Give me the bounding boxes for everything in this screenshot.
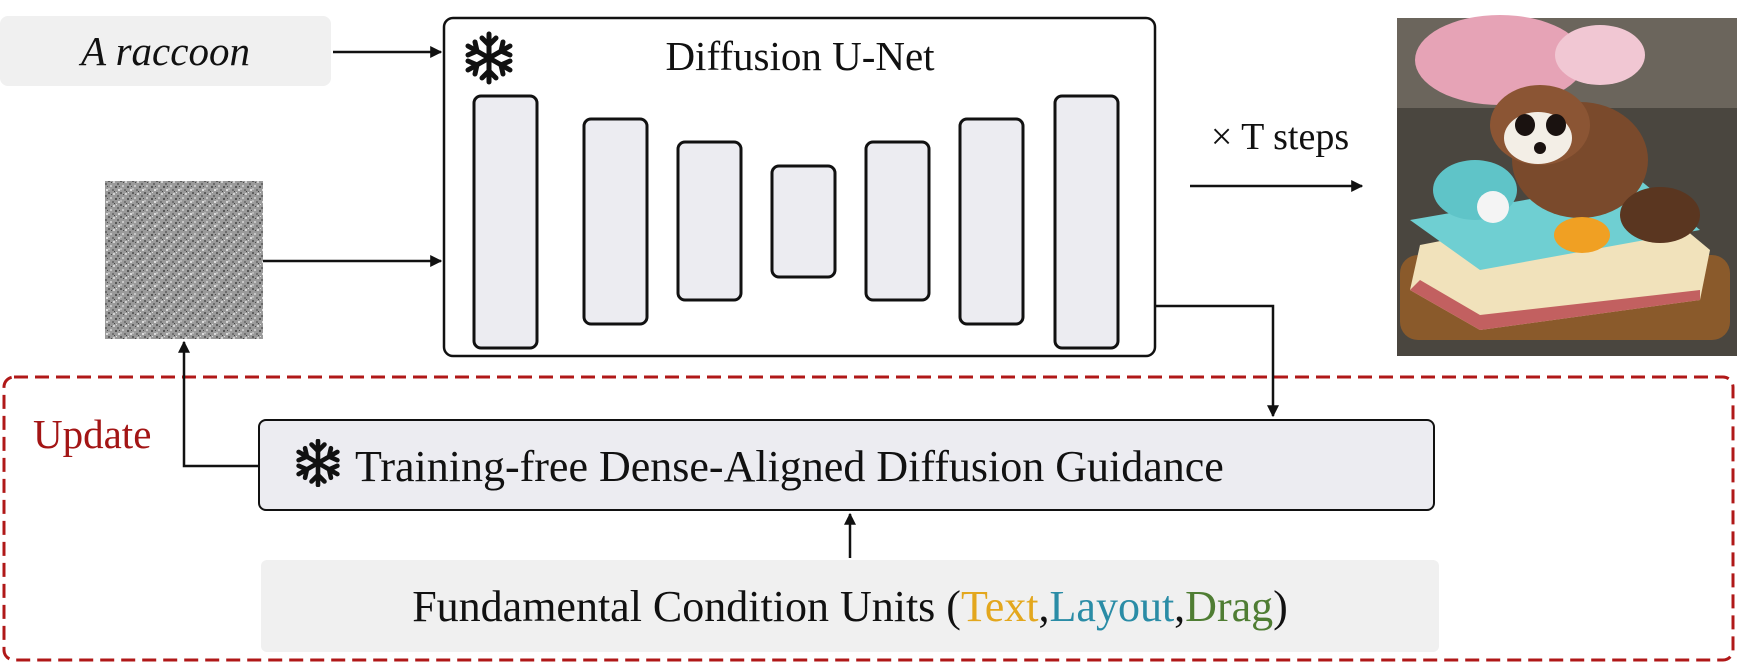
unet-block-2 xyxy=(582,117,649,326)
condition-unit-layout: Layout xyxy=(1049,581,1175,631)
update-label: Update xyxy=(33,411,152,457)
unet-block-3 xyxy=(676,140,743,302)
text-prompt: A raccoon xyxy=(81,28,250,74)
condition-separator: , xyxy=(1038,581,1050,631)
arrow-guidance-update-noise xyxy=(178,340,258,468)
condition-unit-text: Text xyxy=(960,581,1039,631)
unet-block-1 xyxy=(472,94,539,350)
guidance-module: Training-free Dense-Aligned Diffusion Gu… xyxy=(258,419,1435,511)
unet-snowflake-icon xyxy=(465,31,513,85)
condition-unit-drag: Drag xyxy=(1185,581,1274,631)
generated-image xyxy=(1397,15,1737,356)
unet-block-6 xyxy=(958,117,1025,326)
steps-label: × T steps xyxy=(1210,116,1350,158)
unet-block-4 xyxy=(770,164,837,279)
unet-block-7 xyxy=(1053,94,1120,350)
condition-units-box: Fundamental Condition Units (Text, Layou… xyxy=(261,560,1439,652)
text-prompt-box: A raccoon xyxy=(0,16,331,86)
guidance-dashed-frame xyxy=(2,375,1735,662)
condition-separator: , xyxy=(1174,581,1186,631)
guidance-snowflake-icon xyxy=(296,439,340,487)
connector-arrows xyxy=(178,46,1364,558)
condition-units-prefix: Fundamental Condition Units ( xyxy=(412,581,961,631)
unet-block-5 xyxy=(864,140,931,302)
unet-title: Diffusion U-Net xyxy=(665,33,935,79)
guidance-title: Training-free Dense-Aligned Diffusion Gu… xyxy=(355,442,1224,491)
condition-units-suffix: ) xyxy=(1273,581,1288,631)
noise-latent-image xyxy=(105,181,263,339)
unet-blocks xyxy=(472,94,1120,350)
arrow-unet-to-guidance xyxy=(1155,304,1279,418)
